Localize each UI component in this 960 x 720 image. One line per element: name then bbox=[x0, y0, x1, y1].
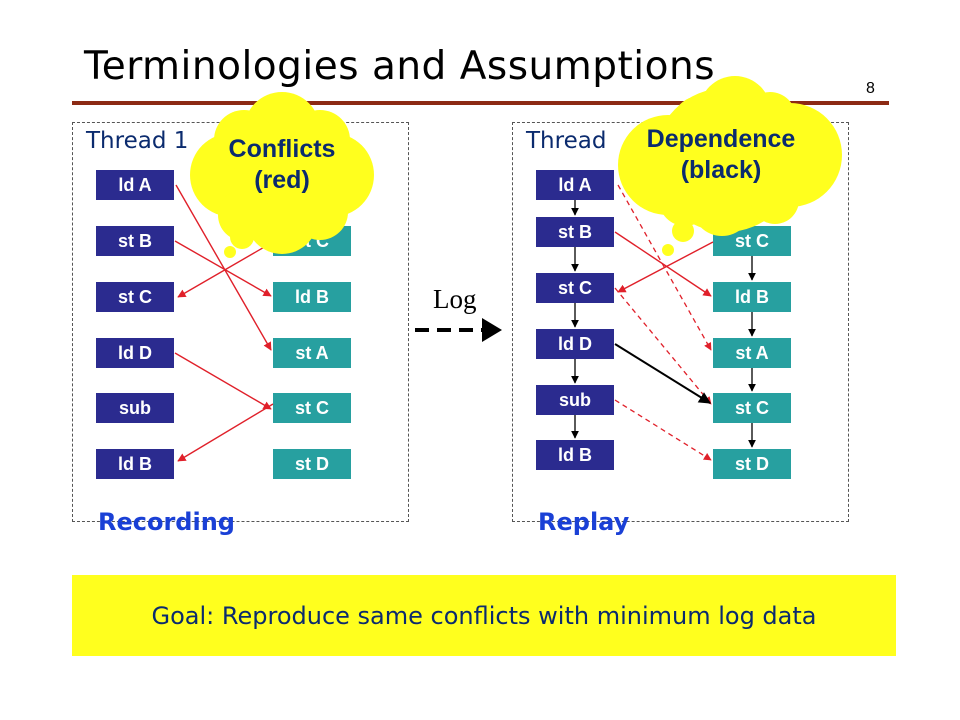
recording-t2-op-5: st D bbox=[273, 449, 351, 479]
replay-caption: Replay bbox=[538, 508, 630, 536]
conflicts-cloud bbox=[190, 92, 374, 258]
rec-conflict-ldA-stA bbox=[175, 184, 272, 351]
dependence-callout: Dependence (black) bbox=[616, 124, 826, 186]
conflicts-callout-line1: Conflicts bbox=[228, 135, 336, 163]
dependence-callout-line1: Dependence bbox=[646, 125, 796, 153]
dependence-callout-line2: (black) bbox=[680, 156, 762, 184]
replay-dependence-dashed bbox=[614, 184, 712, 461]
recording-t1-op-4: ld D bbox=[96, 338, 174, 368]
recording-t1-op-3: st C bbox=[96, 282, 174, 312]
replay-thread-label: Thread bbox=[526, 128, 607, 154]
recording-caption: Recording bbox=[98, 508, 235, 536]
replay-t2-op-3: st A bbox=[713, 338, 791, 368]
recording-t2-op-3: st A bbox=[273, 338, 351, 368]
log-arrow bbox=[415, 318, 502, 342]
recording-conflict-arrows bbox=[174, 184, 274, 462]
rec-conflict-ldD-stC bbox=[174, 352, 272, 410]
recording-t1-op-6: ld B bbox=[96, 449, 174, 479]
rec-conflict-stD-ldB bbox=[177, 403, 274, 462]
replay-dependence-red bbox=[614, 231, 714, 297]
replay-t2-op-5: st D bbox=[713, 449, 791, 479]
replay-t2-op-4: st C bbox=[713, 393, 791, 423]
recording-t1-op-5: sub bbox=[96, 393, 174, 423]
recording-t1-op-1: ld A bbox=[96, 170, 174, 200]
replay-t2-op-2: ld B bbox=[713, 282, 791, 312]
replay-t1-op-5: sub bbox=[536, 385, 614, 415]
dependence-cloud bbox=[618, 76, 842, 256]
replay-t1-op-1: ld A bbox=[536, 170, 614, 200]
replay-t1-op-3: st C bbox=[536, 273, 614, 303]
replay-t1-op-6: ld B bbox=[536, 440, 614, 470]
slide-title: Terminologies and Assumptions bbox=[84, 44, 716, 89]
replay-t1-op-4: ld D bbox=[536, 329, 614, 359]
conflicts-callout-line2: (red) bbox=[254, 166, 310, 194]
replay-t1-op-2: st B bbox=[536, 217, 614, 247]
recording-t2-op-2: ld B bbox=[273, 282, 351, 312]
recording-t2-op-4: st C bbox=[273, 393, 351, 423]
goal-banner: Goal: Reproduce same conflicts with mini… bbox=[72, 575, 896, 656]
conflicts-callout: Conflicts (red) bbox=[197, 134, 367, 196]
slide-number: 8 bbox=[866, 80, 875, 97]
log-label: Log bbox=[433, 284, 477, 314]
rec-conflict-stB-ldB bbox=[174, 240, 272, 297]
recording-t1-op-2: st B bbox=[96, 226, 174, 256]
replay-program-order-arrows bbox=[571, 200, 756, 448]
title-rule bbox=[72, 101, 889, 105]
replay-dependence-black bbox=[614, 343, 712, 404]
recording-thread-label: Thread 1 bbox=[86, 128, 189, 154]
rec-conflict-stC-stC bbox=[177, 241, 274, 298]
